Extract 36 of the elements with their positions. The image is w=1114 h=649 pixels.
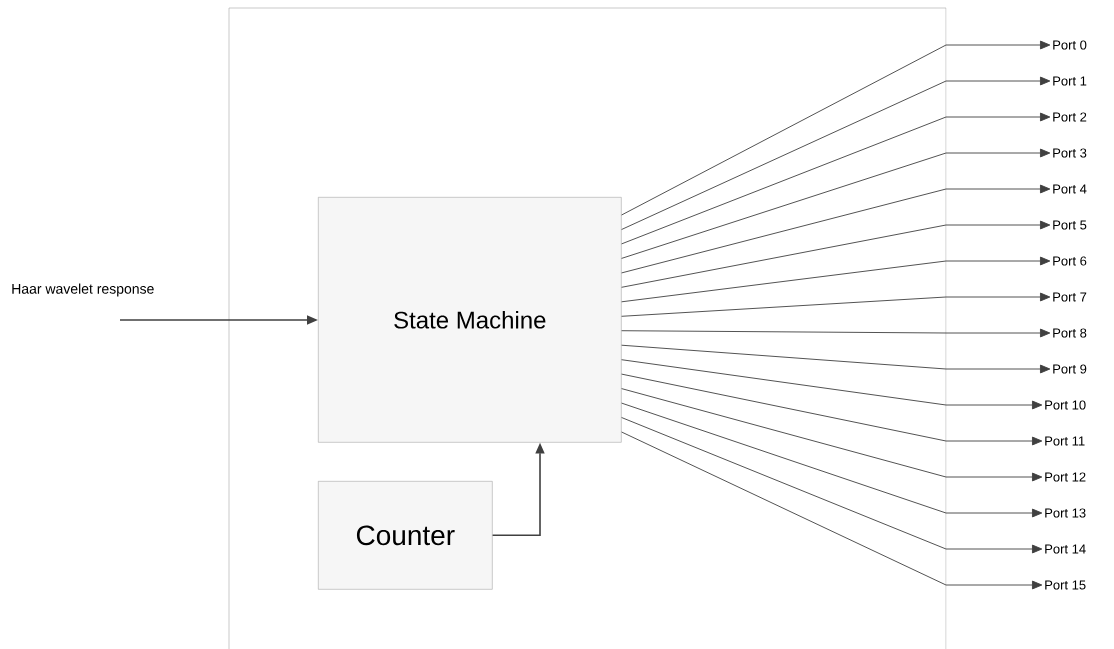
arrow (621, 328, 1051, 338)
enclosure-box (228, 7, 947, 649)
port-label: Port 5 (1053, 220, 1087, 230)
arrow (621, 112, 1051, 245)
arrow (621, 220, 1051, 288)
port-label: Port 2 (1053, 112, 1087, 122)
arrow (621, 388, 1043, 482)
arrow (621, 184, 1051, 274)
port-label: Port 3 (1053, 148, 1087, 158)
arrow (621, 76, 1051, 230)
port-label: Port 1 (1053, 76, 1087, 86)
arrow (621, 292, 1051, 317)
port-label: Port 13 (1045, 508, 1086, 518)
port-label: Port 0 (1053, 40, 1087, 50)
port-label: Port 11 (1045, 436, 1085, 446)
port-label: Port 9 (1053, 364, 1087, 374)
arrow (621, 417, 1043, 554)
arrow (621, 373, 1043, 446)
port-label: Port 12 (1045, 472, 1086, 482)
arrow (621, 402, 1043, 518)
arrow (621, 148, 1051, 259)
arrow (621, 40, 1051, 216)
port-label: Port 7 (1053, 292, 1087, 302)
port-label: Port 15 (1045, 580, 1086, 590)
port-label: Port 6 (1053, 256, 1087, 266)
arrow (621, 431, 1043, 590)
port-label: Port 10 (1045, 400, 1086, 410)
arrow (621, 344, 1051, 374)
port-label: Port 4 (1053, 184, 1087, 194)
port-label: Port 14 (1045, 544, 1086, 554)
process-box: Counter (318, 481, 493, 590)
process-box: State Machine (318, 197, 622, 443)
port-label: Port 8 (1053, 328, 1087, 338)
arrow (621, 359, 1043, 410)
arrow (621, 256, 1051, 303)
edge-label: Haar wavelet response (12, 283, 154, 297)
